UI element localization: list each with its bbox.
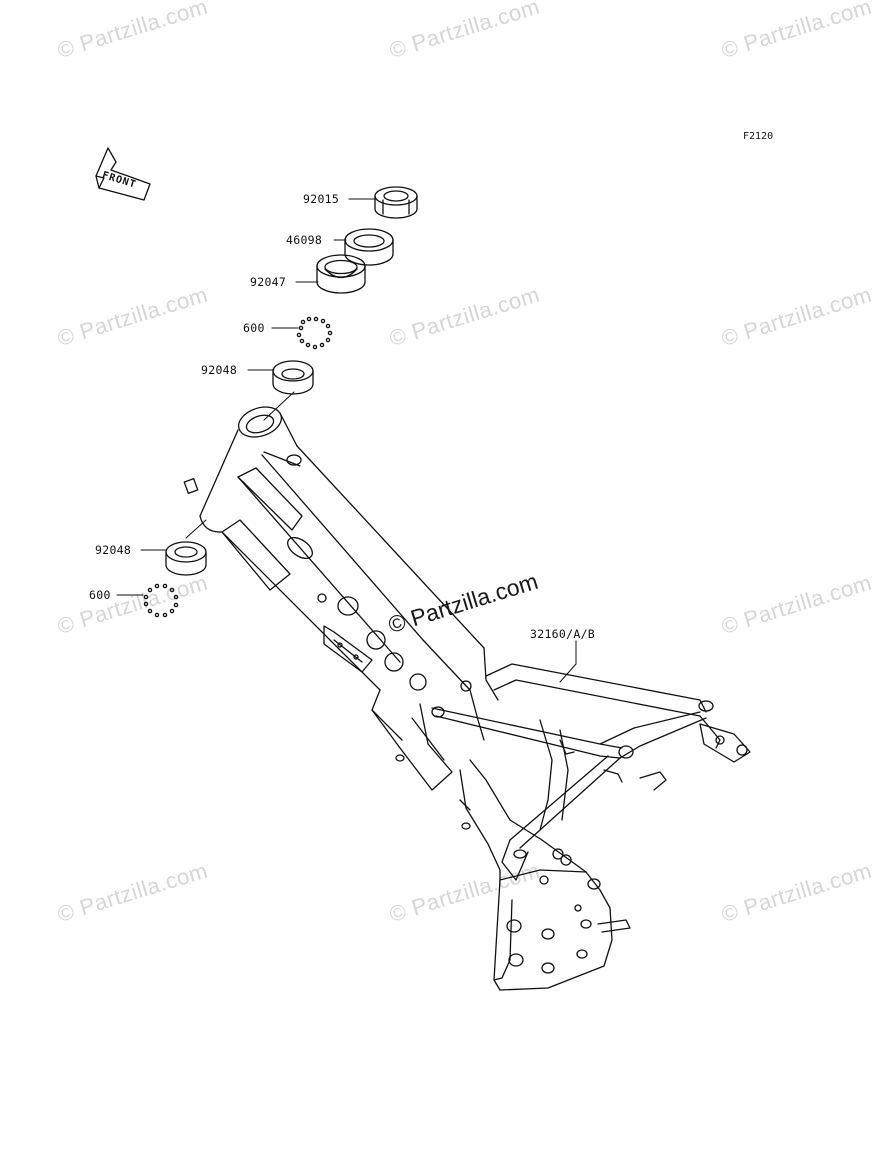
leader-lines [116,198,577,683]
steel-balls-upper [296,316,333,350]
callout-label: 92047 [250,275,287,289]
callout-label: 600 [243,321,265,335]
mount-bracket [323,625,373,673]
callout-label: 600 [89,588,111,602]
locknut-92015 [374,186,418,219]
race-92048-lower [165,541,207,576]
figure-code: F2120 [743,131,774,142]
main-backbone [221,445,485,692]
lower-cradle [371,639,499,791]
steering-head-pipe [183,406,298,533]
pivot-plate [459,719,631,991]
seat-rail-diagonal [501,755,621,881]
rear-subframe [431,663,751,791]
front-arrow-icon [95,147,151,201]
steel-balls-lower [143,583,179,618]
callout-label: 32160/A/B [530,627,596,641]
callout-label: 92048 [95,543,132,557]
callout-label: 92015 [303,192,340,206]
callout-label: 46098 [286,233,323,247]
cover-46098 [344,228,394,266]
race-92048-upper [272,360,314,395]
race-92047 [316,254,366,294]
callout-label: 92048 [201,363,238,377]
